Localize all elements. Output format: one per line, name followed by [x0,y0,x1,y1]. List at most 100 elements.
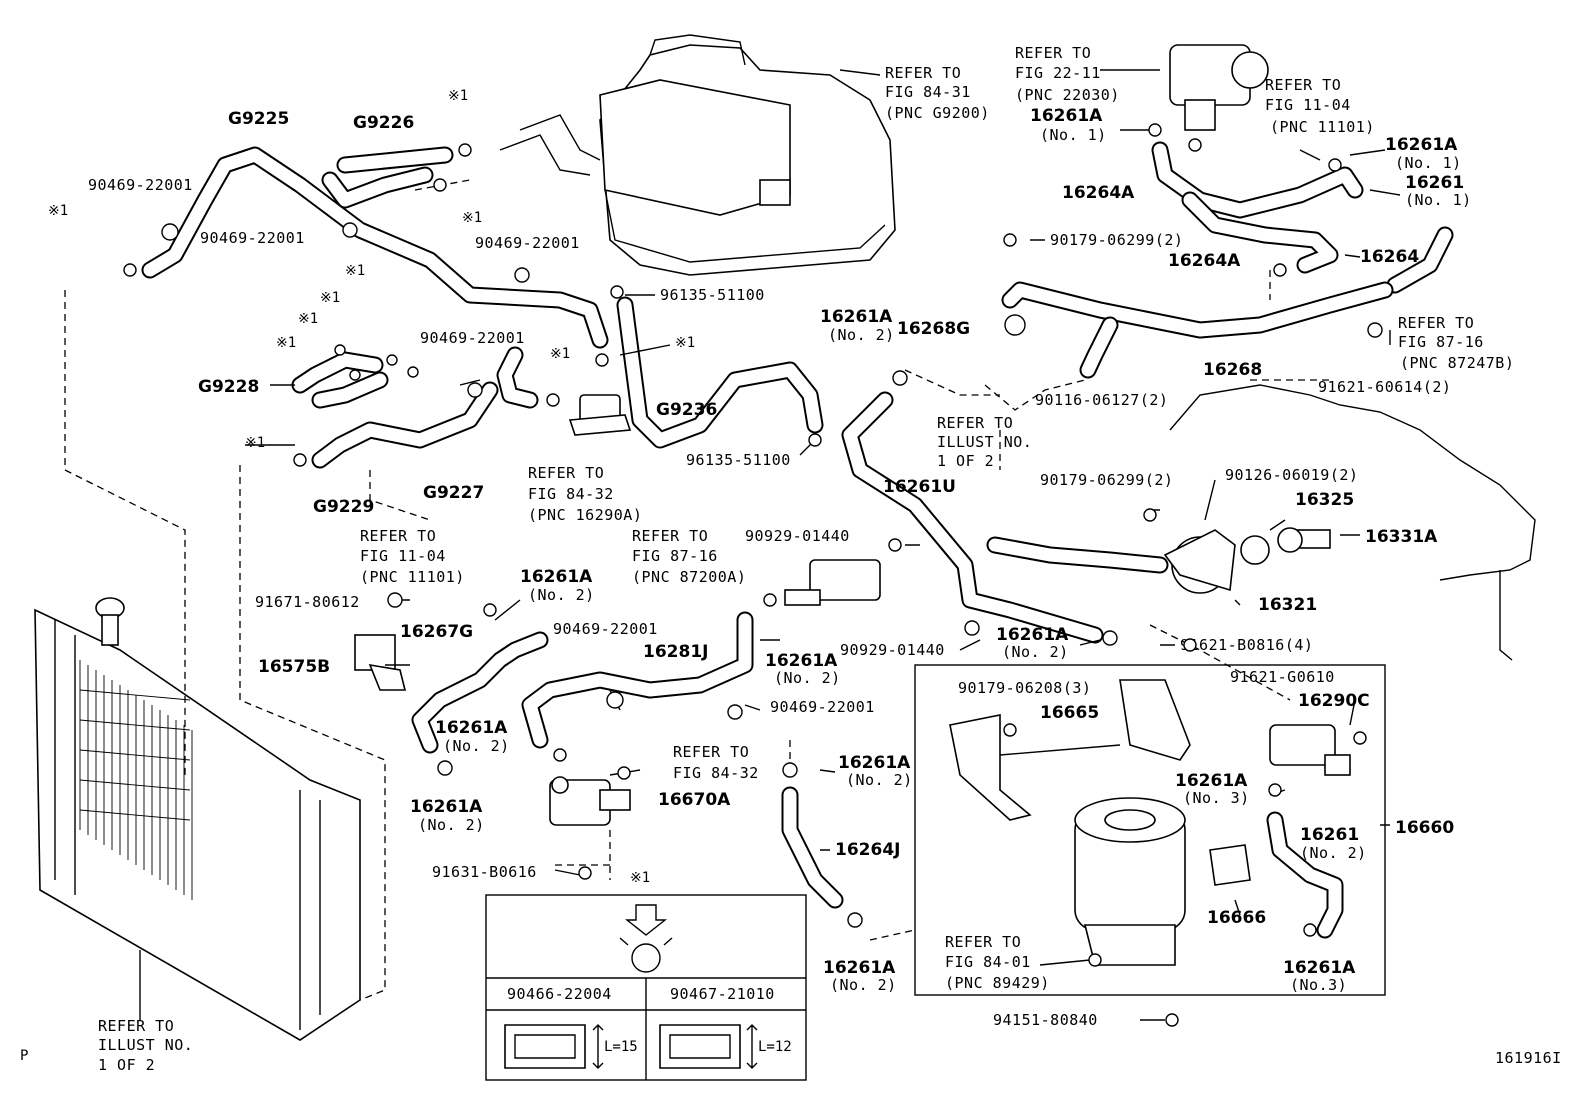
ref-8432a-line2: FIG 84-32 [528,485,614,503]
ref-8716a-line3: (PNC 87247B) [1400,354,1514,372]
label-16261u: 16261U [883,477,956,497]
hose-16264 [1181,191,1339,274]
legend-title: ※1 [630,870,650,886]
label-90179-b: 90179-06299(2) [1040,471,1173,489]
label-16261-2-no: (No. 2) [1300,844,1367,862]
ref-8716a-line2: FIG 87-16 [1398,333,1484,351]
label-16261a-9: 16261A [838,753,911,773]
pipe-16268 [1001,281,1394,379]
label-x1-j: ※1 [675,335,695,351]
legend-box [485,894,807,1081]
label-16261a-8: 16261A [410,797,483,817]
pipe-16321 [1163,529,1236,592]
ref-1104a-line1: REFER TO [1265,76,1341,94]
label-16261-1: 16261 [1405,173,1464,193]
ref-8432b-line1: REFER TO [673,743,749,761]
label-16261a-10-no: (No. 2) [830,976,897,994]
ref-8401-line2: FIG 84-01 [945,953,1031,971]
label-16261a-11: 16261A [1175,771,1248,791]
label-16261a-6: 16261A [996,625,1069,645]
label-90179-c: 90179-06208(3) [958,679,1091,697]
label-g9227: G9227 [423,483,484,503]
diagram-id: 161916I [1495,1049,1562,1067]
ref-1104b-line2: FIG 11-04 [360,547,446,565]
label-16261a-6-no: (No. 2) [1002,643,1069,661]
label-16261a-12-no: (No.3) [1290,976,1347,994]
vsv-16290c [1269,724,1351,776]
air-valve-22030 [1169,44,1269,131]
label-x1-b: ※1 [448,88,468,104]
hose-16261u [841,391,1104,644]
label-g9226: G9226 [353,113,414,133]
engine-outline [1169,384,1536,661]
hose-16264j [781,786,844,909]
label-16264a-1: 16264A [1062,183,1135,203]
page-marker: P [20,1048,28,1064]
label-16261a-1: 16261A [1030,106,1103,126]
label-16666: 16666 [1207,908,1266,928]
label-x1-h: ※1 [245,435,265,451]
label-16261a-4: 16261A [520,567,593,587]
hose-16267g [411,631,549,754]
ref-8431-line3: (PNC G9200) [885,104,990,122]
ref-8432b-line2: FIG 84-32 [673,764,759,782]
legend-right-length: L=12 [758,1039,792,1055]
label-16665: 16665 [1040,703,1099,723]
label-16660: 16660 [1395,818,1454,838]
label-16321: 16321 [1258,595,1317,615]
clamps [123,123,1383,1027]
ref-1104a-line3: (PNC 11101) [1270,118,1375,136]
hose-16281j [521,611,754,749]
bracket-16575b [354,634,407,691]
label-96135-a: 96135-51100 [660,286,765,304]
label-16261a-3-no: (No. 2) [828,326,895,344]
hose-16261-no2 [1266,811,1344,939]
label-90469-e: 90469-22001 [553,620,658,638]
label-91621-g0610: 91621-G0610 [1230,668,1335,686]
ref-2211-line2: FIG 22-11 [1015,64,1101,82]
ref-illust-line2: ILLUST NO. [937,433,1032,451]
label-g9236: G9236 [656,400,717,420]
label-16261a-8-no: (No. 2) [418,816,485,834]
label-16261a-2-no: (No. 1) [1395,154,1462,172]
label-16575b: 16575B [258,657,330,677]
label-16261a-5-no: (No. 2) [774,669,841,687]
label-16261a-5: 16261A [765,651,838,671]
ref-8716a-line1: REFER TO [1398,314,1474,332]
ref-8401-line1: REFER TO [945,933,1021,951]
label-g9225: G9225 [228,109,289,129]
ref-2211-line1: REFER TO [1015,44,1091,62]
legend-labels: ※1 90466-22004 90467-21010 L=15 L=12 [507,870,792,1055]
label-16261a-12: 16261A [1283,958,1356,978]
label-90929-a: 90929-01440 [745,527,850,545]
label-16261a-9-no: (No. 2) [846,771,913,789]
label-90469-a: 90469-22001 [88,176,193,194]
label-16281j: 16281J [643,642,708,662]
ref-8431-line2: FIG 84-31 [885,83,971,101]
vsv-16670a [549,776,631,826]
ref-rad-line3: 1 OF 2 [98,1056,155,1074]
label-90126: 90126-06019(2) [1225,466,1358,484]
label-x1-a: ※1 [48,203,68,219]
label-91621-b0816: 91621-B0816(4) [1180,636,1313,654]
label-16290c: 16290C [1298,691,1370,711]
ref-1104b-line3: (PNC 11101) [360,568,465,586]
label-16267g: 16267G [400,622,473,642]
legend-right-part: 90467-21010 [670,985,775,1003]
label-90469-d: 90469-22001 [420,329,525,347]
label-90469-c: 90469-22001 [475,234,580,252]
label-16264: 16264 [1360,247,1419,267]
radiator-leader [64,290,386,1001]
label-16268: 16268 [1203,360,1262,380]
ref-8431-line1: REFER TO [885,64,961,82]
hose-g9236 [616,296,824,449]
ref-1104a-line2: FIG 11-04 [1265,96,1351,114]
callout-labels: G9225 G9226 G9228 G9229 G9227 G9236 9046… [20,44,1562,1074]
label-16261a-11-no: (No. 3) [1183,789,1250,807]
ref-rad-line1: REFER TO [98,1017,174,1035]
ref-8716b-line1: REFER TO [632,527,708,545]
label-16261a-4-no: (No. 2) [528,586,595,604]
ref-8716b-line2: FIG 87-16 [632,547,718,565]
label-91631: 91631-B0616 [432,863,537,881]
